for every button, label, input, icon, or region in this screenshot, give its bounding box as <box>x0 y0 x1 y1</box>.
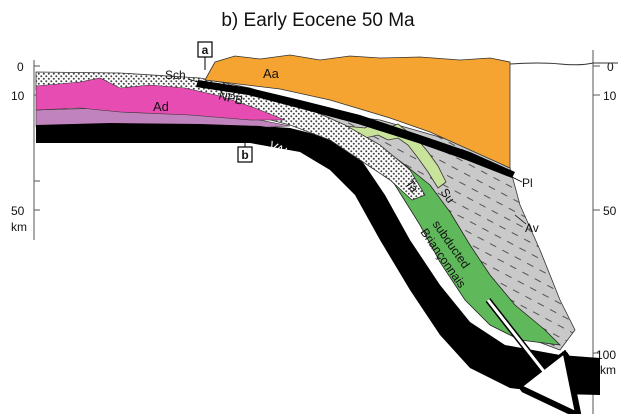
right-tick-100: 100 <box>596 348 616 362</box>
surface-line <box>509 62 618 66</box>
label-pl: Pl <box>522 176 533 190</box>
svg-text:b: b <box>241 148 248 162</box>
valais-oceanic-lithosphere <box>36 124 600 395</box>
right-tick-0: 0 <box>607 60 614 74</box>
right-depth-axis: 0 10 50 100 km <box>592 50 617 414</box>
left-tick-10: 10 <box>11 89 25 103</box>
section-marker-b: b <box>237 134 253 163</box>
section-marker-a: a <box>197 41 213 70</box>
left-tick-50: 50 <box>11 204 25 218</box>
label-sch: Sch <box>165 68 186 82</box>
left-depth-axis: 0 10 50 km <box>11 60 40 240</box>
label-su: Su <box>438 186 458 206</box>
right-tick-50: 50 <box>603 204 617 218</box>
right-tick-unit: km <box>600 363 616 377</box>
left-tick-unit: km <box>11 220 27 234</box>
label-av: Av <box>525 221 539 235</box>
adria-basement <box>36 123 300 143</box>
left-tick-0: 0 <box>17 60 24 74</box>
plate-boundary-thrust <box>196 80 515 178</box>
right-tick-10: 10 <box>603 89 617 103</box>
adria-magenta-layer <box>35 77 286 121</box>
subducted-brianconnais <box>333 127 562 346</box>
diagram-title: b) Early Eocene 50 Ma <box>221 10 415 31</box>
label-aa: Aa <box>263 66 280 81</box>
label-ad: Ad <box>153 99 169 114</box>
svg-text:a: a <box>202 43 209 57</box>
austroalpine-aa <box>204 54 511 169</box>
label-npb: NPB <box>217 88 244 108</box>
